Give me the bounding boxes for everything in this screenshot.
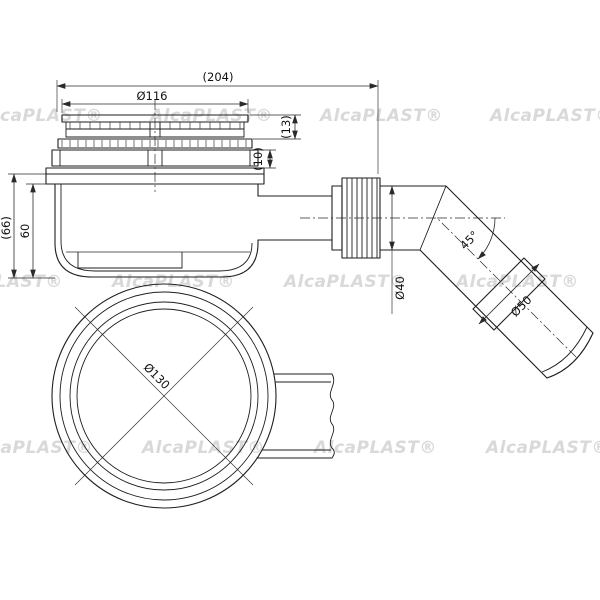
watermark-text: AlcaPLAST®	[110, 272, 235, 292]
watermark-text: AlcaPLAST®	[0, 106, 103, 126]
watermark-text: AlcaPLAST®	[148, 106, 273, 126]
dim-label-40: Ø40	[393, 276, 407, 300]
watermark-text: AlcaPLAST®	[312, 438, 437, 458]
dim-label-45: 45°	[457, 228, 481, 252]
watermark-text: AlcaPLAST®	[318, 106, 443, 126]
watermark-text: AlcaPLAST®	[484, 438, 600, 458]
watermark-text: AlcaPLAST®	[140, 438, 265, 458]
bottom-view: Ø130	[51, 283, 335, 509]
dim-label-10: (10)	[251, 147, 265, 171]
dim-label-50: Ø50	[508, 293, 535, 320]
flange-inner-circle	[59, 291, 269, 501]
watermark-text: AlcaPLAST®	[488, 106, 600, 126]
watermark-text: AlcaPLAST®	[454, 272, 579, 292]
grate-outer-circle	[69, 301, 259, 491]
flange-outer-circle	[51, 283, 277, 509]
dim-label-13: (13)	[279, 115, 293, 139]
watermark-text: AlcaPLAST®	[282, 272, 407, 292]
grate-inner-circle	[76, 308, 252, 484]
dim-label-60: 60	[18, 224, 32, 239]
pipe-stub	[256, 373, 335, 459]
dim-label-116: Ø116	[136, 89, 167, 103]
dim-label-66: (66)	[0, 216, 13, 240]
diagonal-centerlines	[74, 306, 254, 486]
dim-label-130: Ø130	[141, 360, 173, 392]
dim-label-204: (204)	[203, 70, 234, 84]
trap-body	[54, 183, 259, 278]
watermark-text: AlcaPLAST®	[0, 438, 93, 458]
watermark-text: AlcaPLAST®	[0, 272, 63, 292]
watermark-layer: AlcaPLAST® AlcaPLAST® AlcaPLAST® AlcaPLAST®…	[0, 106, 600, 458]
